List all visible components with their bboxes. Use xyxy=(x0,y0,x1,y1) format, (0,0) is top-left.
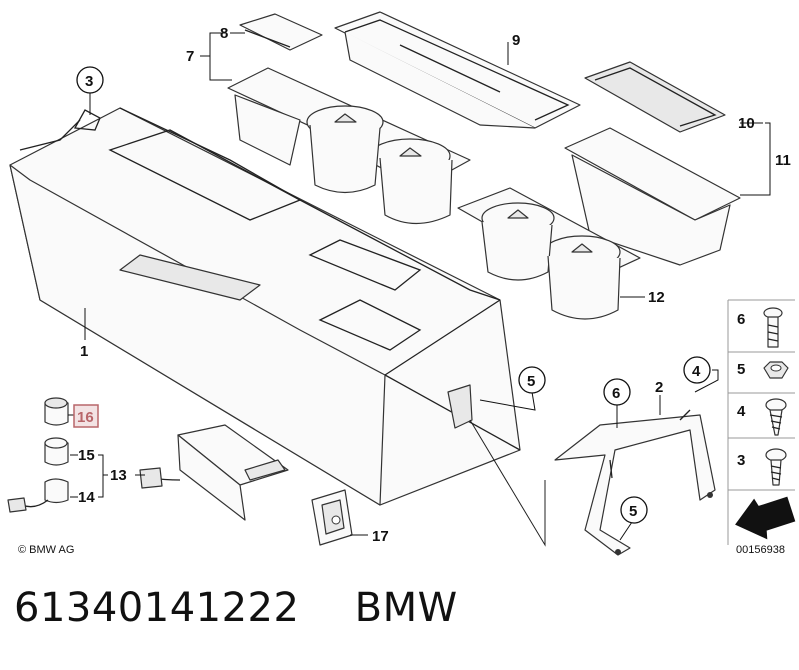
callout-5-lower[interactable]: 5 xyxy=(620,496,648,524)
part-8-tray-lid xyxy=(239,13,323,51)
callout-label: 13 xyxy=(110,467,127,484)
callout-2[interactable]: 2 xyxy=(655,379,663,396)
part-2-bracket xyxy=(554,409,716,556)
callout-9[interactable]: 9 xyxy=(512,32,520,49)
part-9-long-tray xyxy=(334,11,581,129)
legend-label-4: 4 xyxy=(737,403,746,420)
callout-label: 16 xyxy=(77,409,94,426)
legend-label-6: 6 xyxy=(737,311,745,328)
screw-icon xyxy=(765,448,787,486)
copyright-text: © BMW AG xyxy=(18,544,74,556)
center-console-body xyxy=(9,107,521,506)
leader-lines xyxy=(68,32,771,547)
image-code: 00156938 xyxy=(736,544,785,556)
nut-icon xyxy=(763,361,789,379)
parts-14-15-16-sockets xyxy=(7,397,69,513)
callout-label: 5 xyxy=(629,503,637,520)
callout-13[interactable]: 13 xyxy=(110,467,127,484)
callout-8[interactable]: 8 xyxy=(220,25,228,42)
callout-3[interactable]: 3 xyxy=(76,66,104,94)
callout-label: 2 xyxy=(655,379,663,396)
callout-label: 1 xyxy=(80,343,88,360)
callout-label: 6 xyxy=(612,385,620,402)
callout-label: 12 xyxy=(648,289,665,306)
part-number: 61340141222 xyxy=(14,585,300,631)
callout-label: 4 xyxy=(692,363,701,380)
callout-11[interactable]: 11 xyxy=(775,152,791,169)
part-7-compartment-cupholders xyxy=(227,67,471,224)
callout-1[interactable]: 1 xyxy=(80,343,88,360)
callout-label: 15 xyxy=(78,447,95,464)
part-12-cupholder-insert xyxy=(457,187,641,320)
callout-label: 10 xyxy=(738,115,755,132)
footer: 61340141222 BMW xyxy=(14,585,458,631)
callout-7[interactable]: 7 xyxy=(186,48,194,65)
callout-5-upper[interactable]: 5 xyxy=(518,366,546,394)
callout-10[interactable]: 10 xyxy=(738,115,755,132)
callout-12[interactable]: 12 xyxy=(648,289,665,306)
direction-arrow-icon xyxy=(735,496,796,540)
callout-label: 8 xyxy=(220,25,228,42)
callout-label: 14 xyxy=(78,489,95,506)
legend-label-3: 3 xyxy=(737,452,745,469)
callout-15[interactable]: 15 xyxy=(78,447,95,464)
callout-6[interactable]: 6 xyxy=(603,378,631,406)
part-13-switch-unit xyxy=(139,424,289,521)
callout-label: 5 xyxy=(527,373,535,390)
callout-14[interactable]: 14 xyxy=(78,489,95,506)
callout-label: 11 xyxy=(775,152,791,169)
callout-label: 3 xyxy=(85,73,93,90)
brand-name: BMW xyxy=(354,585,458,631)
part-10-mat xyxy=(584,61,726,133)
callout-16-highlighted[interactable]: 16 xyxy=(73,404,99,428)
legend-label-5: 5 xyxy=(737,361,745,378)
part-17-port xyxy=(311,489,353,546)
callout-label: 9 xyxy=(512,32,520,49)
callout-label: 17 xyxy=(372,528,389,545)
fastener-legend xyxy=(727,299,796,545)
self-tapping-screw-icon xyxy=(765,398,787,436)
callout-17[interactable]: 17 xyxy=(372,528,389,545)
screw-icon xyxy=(763,307,783,348)
parts-diagram: 1 2 3 4 5 5 6 7 8 9 10 11 12 13 14 15 16… xyxy=(7,11,796,556)
callout-4[interactable]: 4 xyxy=(683,356,711,384)
callout-label: 7 xyxy=(186,48,194,65)
